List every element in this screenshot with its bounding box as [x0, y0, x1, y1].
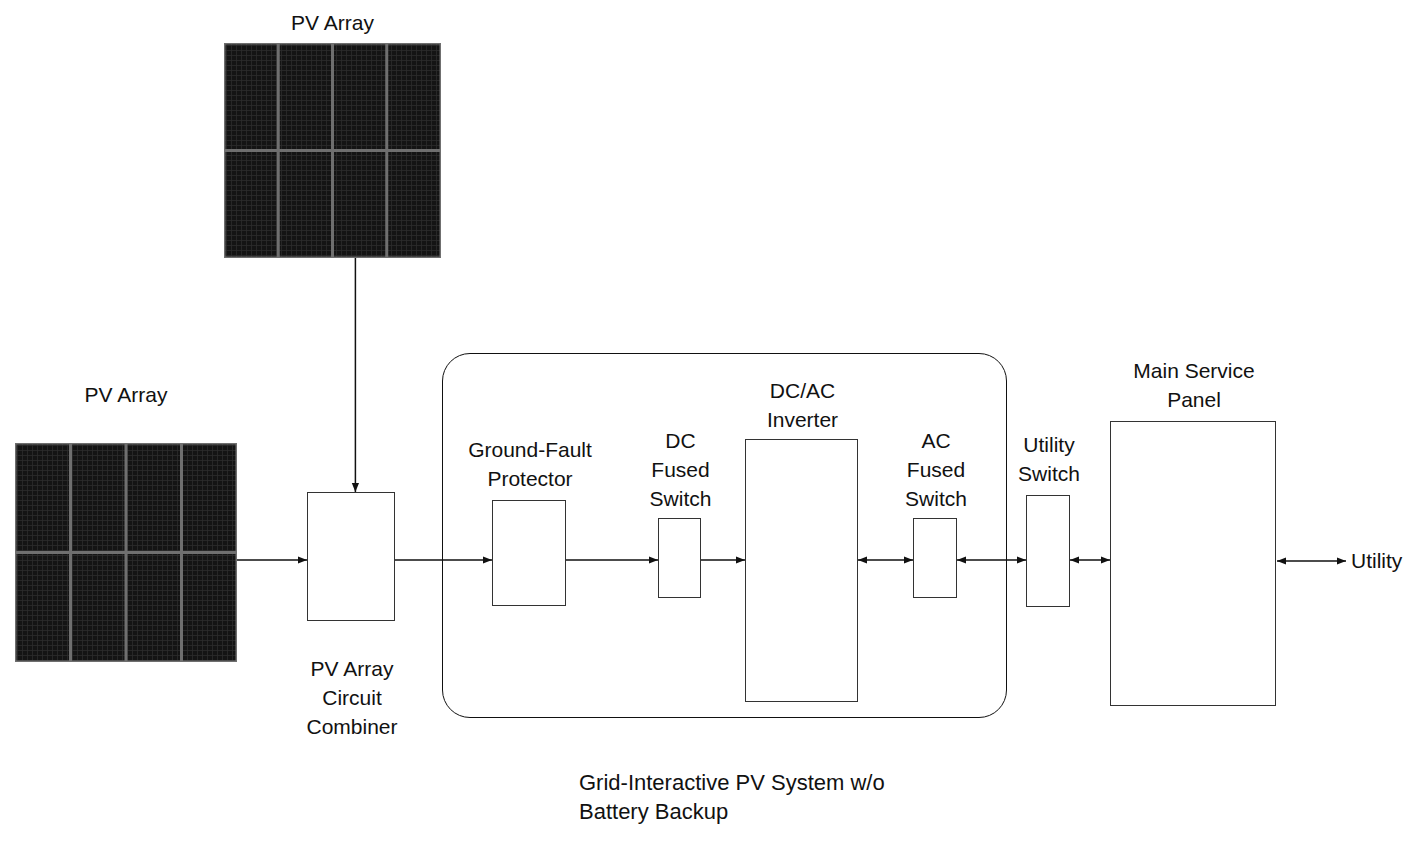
pv-module-grid: [224, 43, 441, 258]
dc-switch-box: DC Fused Switch: [658, 518, 701, 598]
connector-arrow: [701, 559, 745, 561]
node-label: Grid-Interactive PV System w/o Battery B…: [579, 768, 889, 826]
utility-switch-box: Utility Switch: [1026, 495, 1070, 607]
utility-line: [1277, 560, 1346, 562]
connector-arrow: [1070, 559, 1110, 561]
pv-array-panel: PV Array: [224, 43, 441, 258]
service-panel-box: Main Service Panel: [1110, 421, 1276, 706]
ground-fault-box: Ground-Fault Protector: [492, 500, 566, 606]
node-label: Utility Switch: [1009, 430, 1089, 488]
connector-arrow: [957, 559, 1026, 561]
node-label: Main Service Panel: [1112, 356, 1276, 414]
system-enclosure: Grid-Interactive PV System w/o Battery B…: [442, 353, 1007, 718]
node-label: Ground-Fault Protector: [445, 435, 615, 493]
connector-arrow: [355, 258, 357, 492]
utility-label: Utility: [1351, 546, 1402, 575]
combiner-box: PV Array Circuit Combiner: [307, 492, 395, 621]
pv-array-panel: PV Array: [15, 443, 237, 662]
node-label: PV Array Circuit Combiner: [296, 654, 408, 741]
connector-arrow: [237, 559, 307, 561]
inverter-box: DC/AC Inverter: [745, 439, 858, 702]
connector-arrow: [395, 559, 492, 561]
connector-arrow: [566, 559, 658, 561]
node-label: PV Array: [263, 8, 403, 37]
pv-module-grid: [15, 443, 237, 662]
ac-switch-box: AC Fused Switch: [913, 518, 957, 598]
node-label: AC Fused Switch: [897, 426, 975, 513]
node-label: PV Array: [56, 380, 196, 409]
node-label: DC Fused Switch: [642, 426, 720, 513]
node-label: DC/AC Inverter: [751, 376, 855, 434]
connector-arrow: [858, 559, 913, 561]
